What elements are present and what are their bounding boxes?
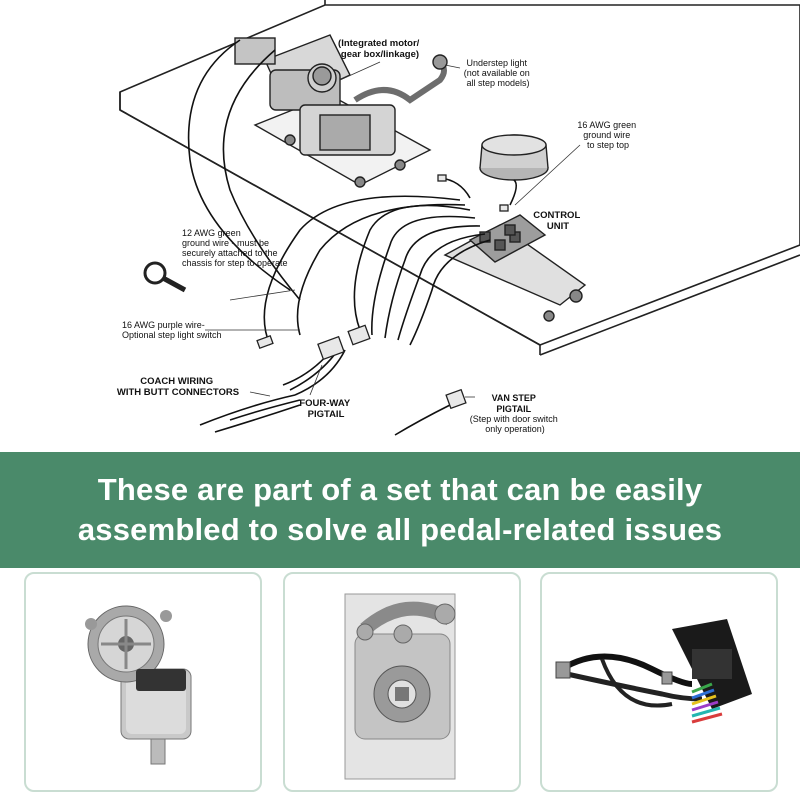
product-card-gearbox	[283, 572, 521, 792]
label-van-step-pigtail: VAN STEP PIGTAIL (Step with door switch …	[470, 393, 561, 434]
product-card-motor	[24, 572, 262, 792]
motor-assembly	[234, 34, 448, 188]
step-plate	[119, 0, 800, 356]
label-four-way-pigtail: FOUR-WAY PIGTAIL	[299, 398, 352, 420]
banner-line-1: These are part of a set that can be easi…	[97, 472, 703, 507]
label-ground-16awg: 16 AWG green ground wire to step top	[577, 120, 638, 150]
label-ground-12awg: 12 AWG green ground wire - must be secur…	[182, 228, 288, 268]
promo-banner: These are part of a set that can be easi…	[0, 452, 800, 568]
label-coach-wiring: COACH WIRING WITH BUTT CONNECTORS	[117, 376, 239, 398]
gear-motor-photo-icon	[85, 605, 192, 765]
product-card-harness	[540, 572, 778, 792]
gearbox-linkage-photo-icon	[344, 593, 456, 780]
product-cards	[0, 568, 800, 800]
control-unit	[443, 214, 587, 322]
wiring-harness-photo-icon	[555, 619, 752, 724]
label-control-unit: CONTROL UNIT	[533, 210, 582, 232]
label-understep-light: Understep light (not available on all st…	[464, 58, 533, 88]
understep-light	[479, 134, 549, 181]
banner-line-2: assembled to solve all pedal-related iss…	[77, 512, 723, 547]
connectors	[143, 174, 509, 410]
label-purple-wire: 16 AWG purple wire- Optional step light …	[122, 320, 222, 340]
label-motor: (Integrated motor/ gear box/linkage)	[338, 38, 422, 60]
leader-lines	[205, 61, 581, 398]
wiring-diagram: (Integrated motor/ gear box/linkage) Und…	[117, 0, 800, 436]
